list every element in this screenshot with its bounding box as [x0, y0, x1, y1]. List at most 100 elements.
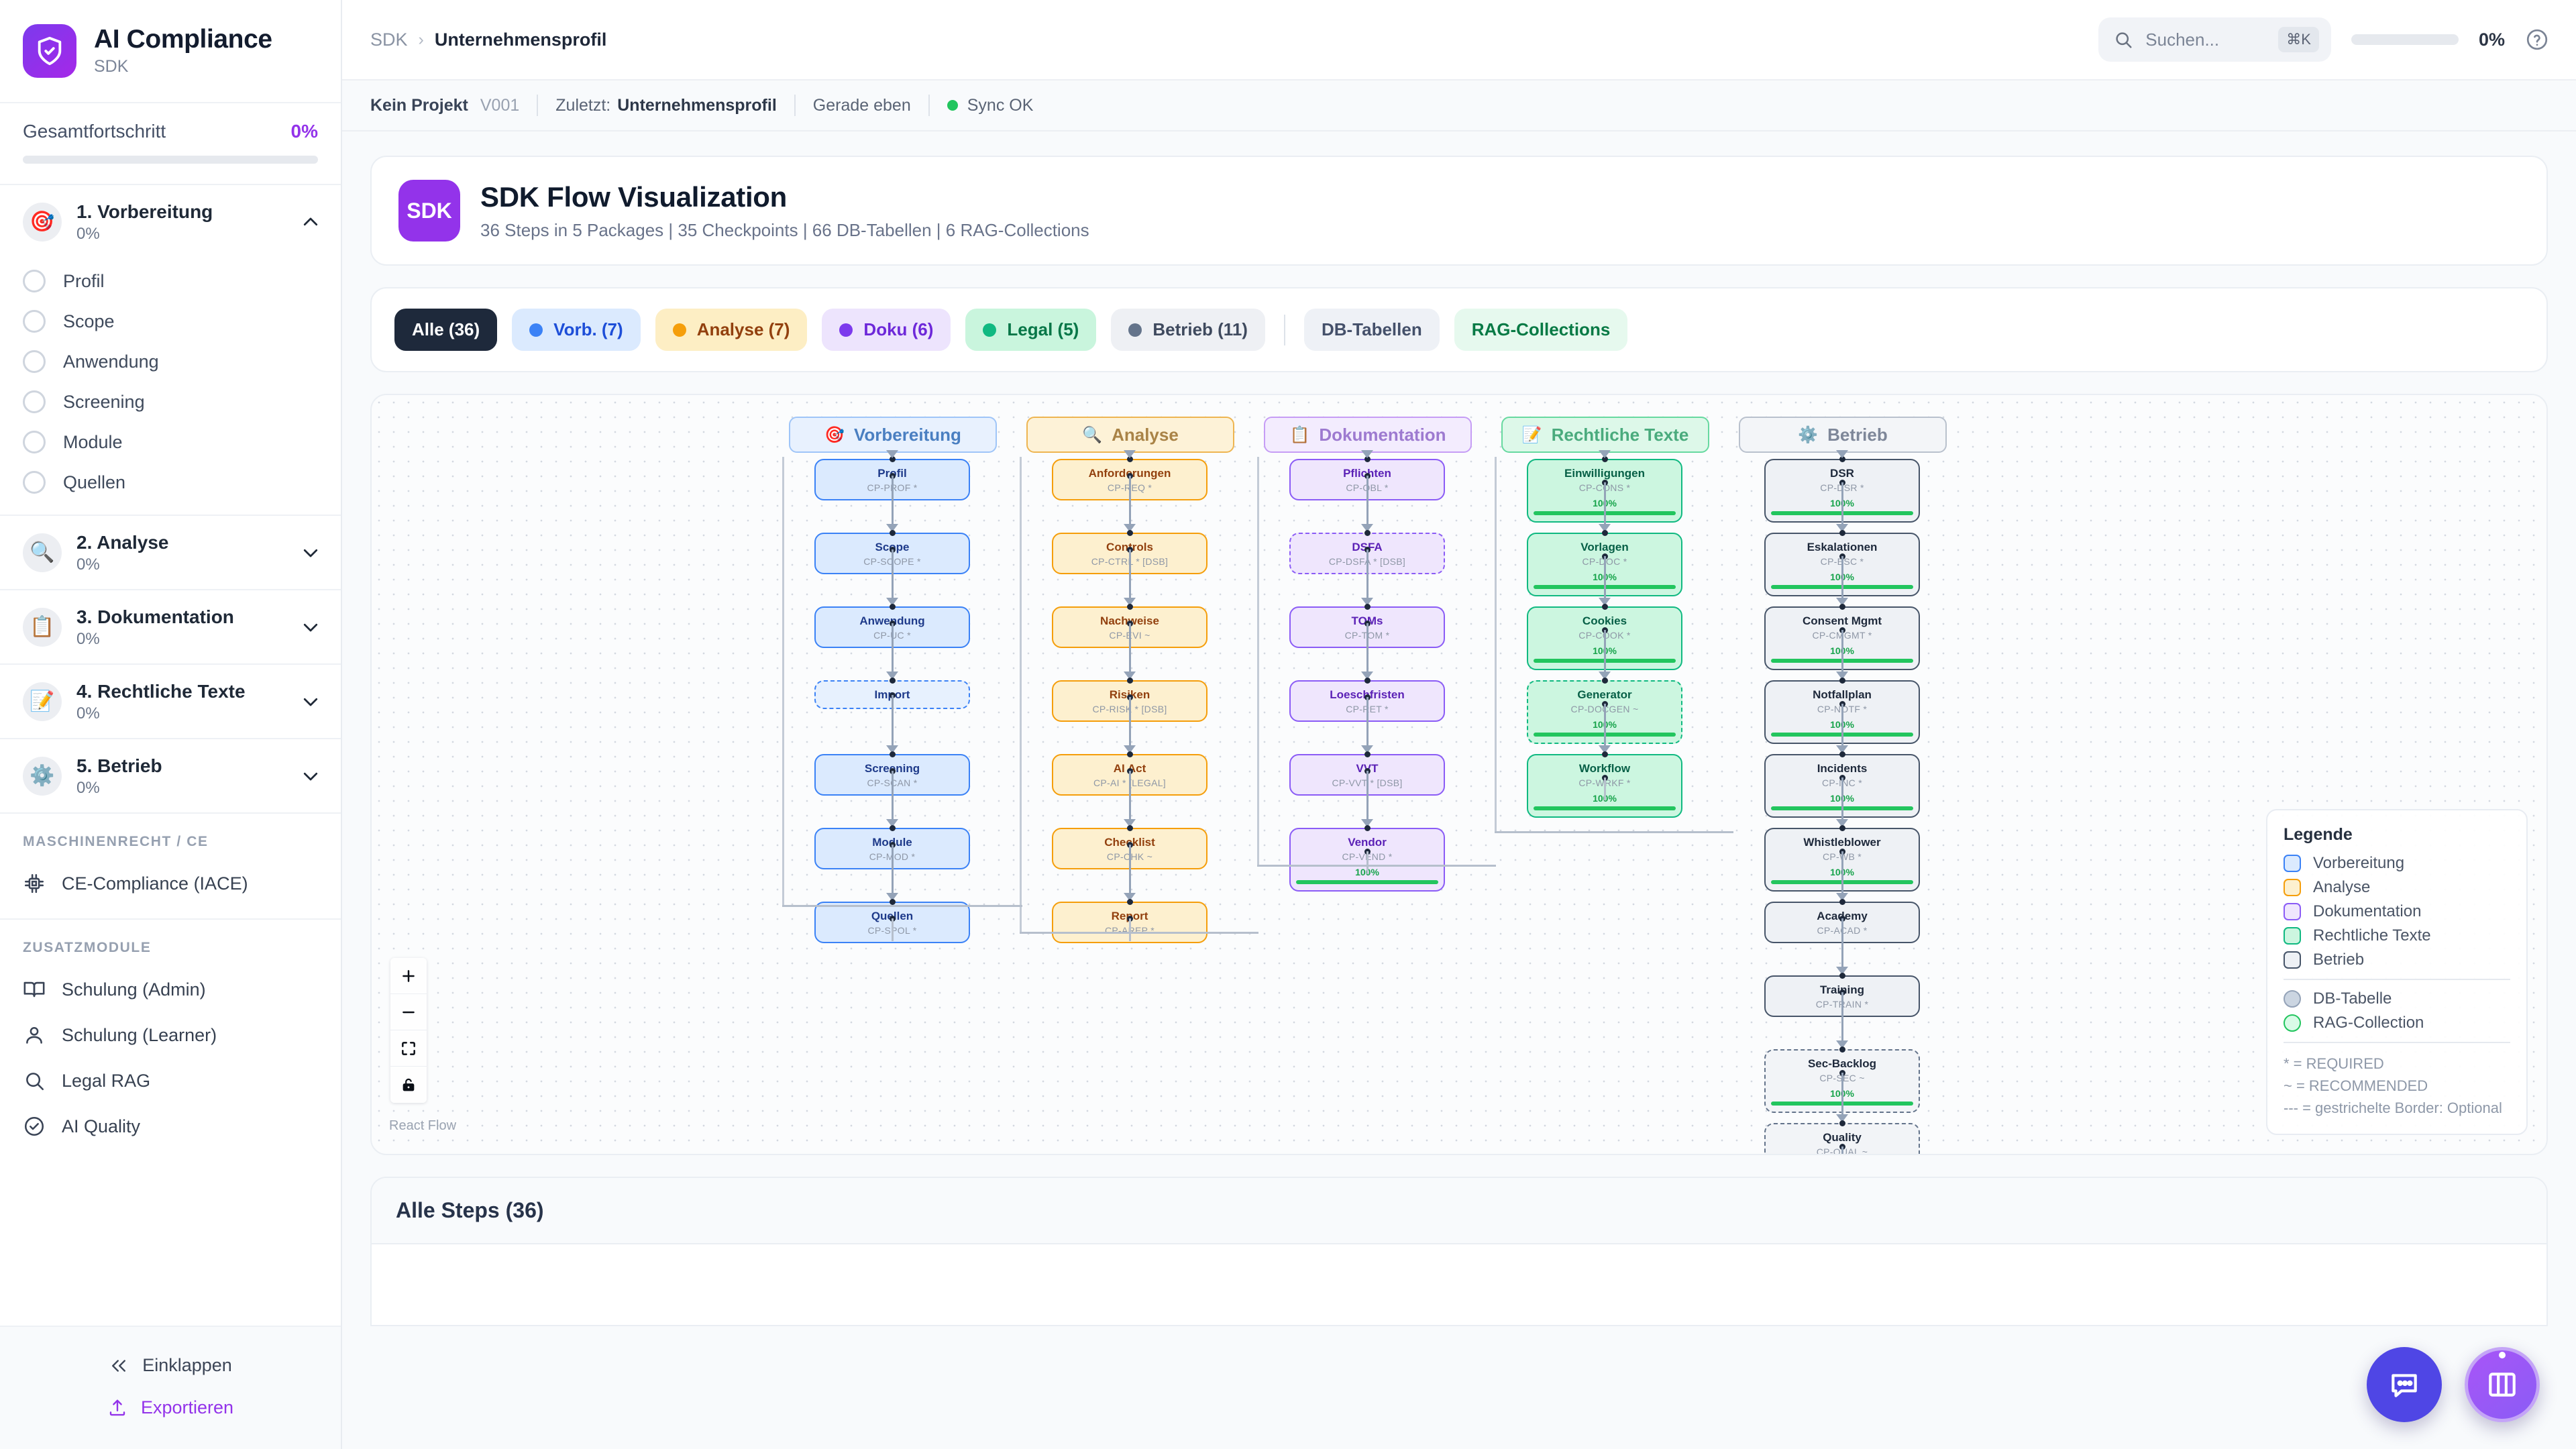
- phase-title: 4. Rechtliche Texte: [76, 681, 246, 702]
- sidebar-item-profil[interactable]: Profil: [0, 261, 341, 301]
- steps-section: Alle Steps (36): [370, 1177, 2548, 1326]
- flow-node-handle[interactable]: [889, 899, 896, 905]
- breadcrumb-root[interactable]: SDK: [370, 29, 408, 50]
- chat-fab[interactable]: [2367, 1347, 2442, 1422]
- sidebar-item-ai-quality[interactable]: AI Quality: [0, 1104, 341, 1149]
- search-input[interactable]: Suchen... ⌘K: [2098, 17, 2331, 62]
- flow-edge: [1128, 549, 1131, 600]
- brand-header[interactable]: AI Compliance SDK: [0, 0, 341, 103]
- flow-node-handle[interactable]: [1839, 1046, 1845, 1053]
- flow-node-handle[interactable]: [1839, 678, 1845, 684]
- filter-chip-analyse-7[interactable]: Analyse (7): [655, 309, 808, 351]
- flow-node-handle[interactable]: [1601, 530, 1608, 536]
- overall-progress-label: Gesamtfortschritt: [23, 121, 166, 142]
- flow-node-handle[interactable]: [1839, 973, 1845, 979]
- flow-canvas[interactable]: 🎯Vorbereitung🔍Analyse📋Dokumentation📝Rech…: [372, 395, 2546, 1154]
- breadcrumb-current: Unternehmensprofil: [434, 29, 607, 50]
- flow-node-name: Eskalationen: [1807, 541, 1878, 553]
- filter-chip-label: RAG-Collections: [1471, 319, 1611, 339]
- sidebar-item-schulung-learner[interactable]: Schulung (Learner): [0, 1012, 341, 1058]
- flow-edge: [1841, 482, 1843, 526]
- flow-node-handle[interactable]: [889, 456, 896, 462]
- flow-edge-arrow: [1836, 1040, 1848, 1049]
- flow-node-handle[interactable]: [1126, 530, 1133, 536]
- help-circle-icon[interactable]: [2525, 28, 2549, 52]
- sidebar-item-module[interactable]: Module: [0, 422, 341, 462]
- status-dot-icon: [839, 323, 853, 337]
- flow-node-handle[interactable]: [1364, 604, 1371, 610]
- flow-node-handle[interactable]: [1839, 604, 1845, 610]
- flow-node-handle[interactable]: [1839, 1120, 1845, 1126]
- flow-node-handle[interactable]: [1839, 530, 1845, 536]
- flow-node-handle[interactable]: [889, 825, 896, 831]
- flow-lane-header: 📋Dokumentation: [1264, 417, 1472, 453]
- flow-node-handle[interactable]: [1126, 456, 1133, 462]
- flow-node-handle[interactable]: [1364, 678, 1371, 684]
- section-title-machine: MASCHINENRECHT / CE: [23, 834, 209, 849]
- filter-chip-rag-collections[interactable]: RAG-Collections: [1454, 309, 1628, 351]
- lock-toggle-button[interactable]: [390, 1067, 427, 1103]
- sidebar-item-quellen[interactable]: Quellen: [0, 462, 341, 502]
- flow-node-handle[interactable]: [889, 678, 896, 684]
- fit-view-button[interactable]: [390, 1030, 427, 1067]
- legend-swatch-icon: [2284, 951, 2301, 969]
- flow-node-handle[interactable]: [889, 530, 896, 536]
- sidebar-item-ce-compliance[interactable]: CE-Compliance (IACE): [0, 861, 341, 906]
- flow-edge: [1841, 1073, 1843, 1116]
- flow-node-handle[interactable]: [1364, 530, 1371, 536]
- flow-node-handle[interactable]: [889, 604, 896, 610]
- main-area: SDK › Unternehmensprofil Suchen... ⌘K 0%: [342, 0, 2576, 1449]
- filter-chip-db-tabellen[interactable]: DB-Tabellen: [1303, 309, 1440, 351]
- flow-node-handle[interactable]: [1601, 751, 1608, 757]
- sidebar-item-schulung-admin[interactable]: Schulung (Admin): [0, 967, 341, 1012]
- sidebar-item-screening[interactable]: Screening: [0, 382, 341, 422]
- flow-node-handle[interactable]: [1364, 456, 1371, 462]
- steps-title: Alle Steps (36): [396, 1198, 544, 1222]
- legend-note: ~ = RECOMMENDED: [2284, 1077, 2428, 1094]
- flow-node-handle[interactable]: [1601, 456, 1608, 462]
- plus-icon: [402, 969, 415, 982]
- legend-divider: [2284, 1042, 2510, 1043]
- sidebar-item-anwendung[interactable]: Anwendung: [0, 341, 341, 382]
- flow-node-handle[interactable]: [1126, 751, 1133, 757]
- sidebar-item-legal-rag[interactable]: Legal RAG: [0, 1058, 341, 1104]
- filter-chip-betrieb-11[interactable]: Betrieb (11): [1111, 309, 1265, 351]
- flow-node-handle[interactable]: [1126, 678, 1133, 684]
- flow-node-handle[interactable]: [1601, 678, 1608, 684]
- sidebar-item-scope[interactable]: Scope: [0, 301, 341, 341]
- flow-controls: [390, 958, 427, 1103]
- phase-progress: 0%: [76, 555, 100, 574]
- flow-node-handle[interactable]: [1126, 604, 1133, 610]
- flow-node-handle[interactable]: [1364, 751, 1371, 757]
- flow-edge: [1603, 777, 1606, 800]
- legend-note: * = REQUIRED: [2284, 1055, 2384, 1072]
- flow-node-handle[interactable]: [1126, 899, 1133, 905]
- flow-node-handle[interactable]: [1839, 751, 1845, 757]
- flow-node-name: Notfallplan: [1813, 688, 1872, 701]
- collapse-sidebar-button[interactable]: Einklappen: [0, 1344, 341, 1387]
- filter-chip-vorb-7[interactable]: Vorb. (7): [512, 309, 641, 351]
- zoom-in-button[interactable]: [390, 958, 427, 994]
- flow-node-handle[interactable]: [1601, 604, 1608, 610]
- radio-unchecked-icon: [23, 431, 46, 453]
- flow-node-handle[interactable]: [1839, 825, 1845, 831]
- flow-node-handle[interactable]: [1364, 825, 1371, 831]
- zoom-out-button[interactable]: [390, 994, 427, 1030]
- filter-chip-legal-5[interactable]: Legal (5): [965, 309, 1097, 351]
- panel-fab[interactable]: [2465, 1347, 2540, 1422]
- filter-chip-alle-36[interactable]: Alle (36): [394, 309, 498, 351]
- flow-node-handle[interactable]: [1126, 825, 1133, 831]
- filter-chip-doku-6[interactable]: Doku (6): [822, 309, 951, 351]
- flow-node-handle[interactable]: [1839, 456, 1845, 462]
- flow-edge-arrow: [886, 893, 898, 901]
- export-button[interactable]: Exportieren: [0, 1387, 341, 1429]
- flow-node-handle[interactable]: [1839, 899, 1845, 905]
- flow-node-handle[interactable]: [889, 751, 896, 757]
